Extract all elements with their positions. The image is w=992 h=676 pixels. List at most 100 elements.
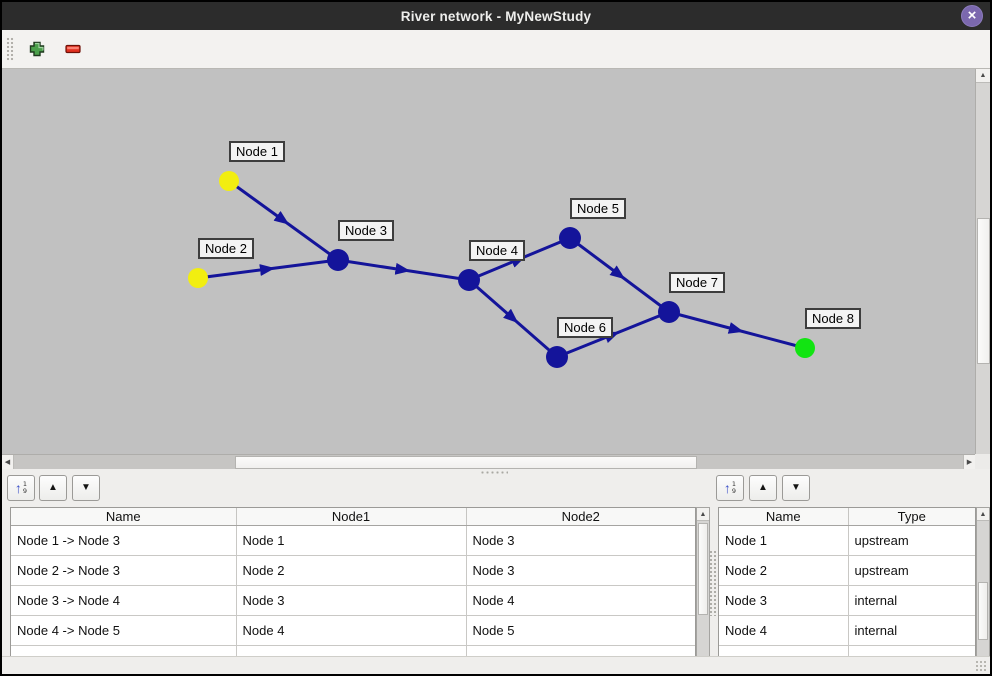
toolbar — [2, 30, 990, 69]
table-cell[interactable]: Node 3 — [466, 555, 695, 586]
network-node[interactable] — [458, 269, 480, 291]
scroll-left-button[interactable]: ◀ — [2, 455, 14, 469]
canvas-horizontal-scrollbar[interactable]: ◀ ▶ — [2, 454, 975, 469]
table-cell[interactable]: Node 2 — [236, 555, 467, 586]
network-node[interactable] — [219, 171, 239, 191]
nodes-move-up-button[interactable]: ▲ — [749, 475, 777, 501]
table-cell[interactable]: Node 3 — [466, 525, 695, 556]
remove-button[interactable] — [60, 36, 86, 62]
close-icon: × — [967, 7, 977, 24]
scrollbar-thumb[interactable] — [978, 582, 988, 640]
branches-move-down-button[interactable]: ▼ — [72, 475, 100, 501]
up-arrow-icon: ▲ — [758, 482, 768, 493]
network-node[interactable] — [795, 338, 815, 358]
table-cell[interactable]: Node 4 — [466, 585, 695, 616]
branch-edge[interactable] — [556, 310, 670, 359]
table-cell[interactable]: Node 3 — [719, 585, 849, 616]
table-row-empty — [719, 645, 975, 657]
scroll-up-button[interactable]: ▲ — [977, 508, 989, 521]
nodes-move-down-button[interactable]: ▼ — [782, 475, 810, 501]
canvas-vertical-scrollbar[interactable]: ▲ ▼ — [975, 69, 990, 556]
window-title: River network - MyNewStudy — [400, 8, 592, 24]
table-cell[interactable]: Node 1 -> Node 3 — [11, 525, 237, 556]
table-cell[interactable]: Node 4 -> Node 5 — [11, 615, 237, 646]
branch-edge[interactable] — [228, 179, 339, 262]
branch-edge[interactable] — [337, 258, 470, 282]
resize-grip[interactable] — [975, 660, 986, 671]
branches-table-scrollbar[interactable]: ▲ ▼ — [696, 507, 710, 658]
titlebar[interactable]: River network - MyNewStudy × — [2, 2, 990, 30]
table-cell[interactable]: Node 4 — [236, 615, 467, 646]
table-cell[interactable]: Node 2 — [719, 555, 849, 586]
nodes-table-scrollbar[interactable]: ▲ ▼ — [976, 507, 990, 658]
branch-edge[interactable] — [468, 278, 558, 359]
node-label: Node 1 — [229, 141, 285, 162]
splitter-grip-icon — [480, 471, 508, 474]
branch-edge[interactable] — [197, 258, 339, 280]
vertical-splitter[interactable] — [709, 550, 716, 616]
column-header[interactable]: Name — [719, 508, 849, 526]
node-label: Node 3 — [338, 220, 394, 241]
horizontal-splitter[interactable] — [2, 469, 990, 475]
table-cell[interactable]: internal — [848, 585, 975, 616]
branch-edge[interactable] — [569, 236, 670, 314]
network-node[interactable] — [327, 249, 349, 271]
branches-move-up-button[interactable]: ▲ — [39, 475, 67, 501]
scroll-right-icon: ▶ — [966, 458, 973, 466]
scroll-right-button[interactable]: ▶ — [963, 455, 975, 469]
network-node[interactable] — [658, 301, 680, 323]
scroll-up-button[interactable]: ▲ — [697, 508, 709, 521]
scroll-left-icon: ◀ — [4, 458, 11, 466]
table-cell[interactable]: Node 4 — [719, 615, 849, 646]
table-cell[interactable]: Node 3 -> Node 4 — [11, 585, 237, 616]
column-header[interactable]: Node1 — [236, 508, 467, 526]
table-cell[interactable]: Node 5 — [466, 615, 695, 646]
column-header[interactable]: Node2 — [466, 508, 695, 526]
table-cell[interactable]: Node 1 — [719, 525, 849, 556]
table-cell[interactable]: Node 3 — [236, 585, 467, 616]
network-node[interactable] — [559, 227, 581, 249]
scroll-up-icon: ▲ — [979, 510, 987, 518]
table-cell[interactable]: internal — [848, 615, 975, 646]
close-button[interactable]: × — [961, 5, 983, 27]
table-cell[interactable]: Node 1 — [236, 525, 467, 556]
scroll-up-button[interactable]: ▲ — [976, 69, 990, 83]
column-header[interactable]: Type — [848, 508, 975, 526]
node-label: Node 8 — [805, 308, 861, 329]
scrollbar-thumb[interactable] — [698, 523, 708, 615]
plus-icon — [29, 41, 45, 57]
toolbar-drag-handle[interactable] — [6, 37, 14, 61]
branch-edge[interactable] — [668, 310, 806, 350]
table-cell[interactable]: upstream — [848, 525, 975, 556]
horizontal-scrollbar-thumb[interactable] — [235, 456, 697, 469]
table-row-empty — [11, 645, 695, 657]
network-node[interactable] — [188, 268, 208, 288]
add-button[interactable] — [24, 36, 50, 62]
column-header[interactable]: Name — [11, 508, 237, 526]
network-node[interactable] — [546, 346, 568, 368]
up-arrow-icon: ▲ — [48, 482, 58, 493]
table-cell[interactable]: Node 2 -> Node 3 — [11, 555, 237, 586]
table-cell[interactable]: upstream — [848, 555, 975, 586]
river-network-svg — [188, 171, 815, 368]
vertical-scrollbar-thumb[interactable] — [977, 218, 990, 364]
node-label: Node 7 — [669, 272, 725, 293]
